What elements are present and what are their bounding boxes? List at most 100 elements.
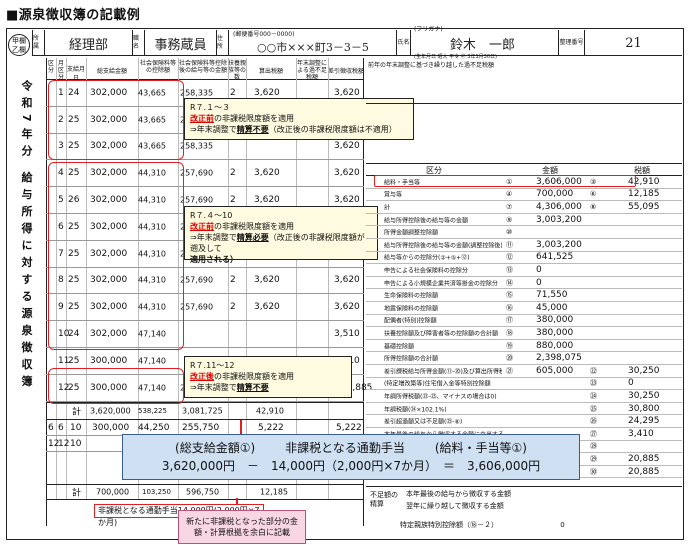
bonus-total-amount: 700,000 bbox=[96, 487, 130, 497]
formula-box: (総支給金額①)非課税となる通勤手当(給料・手当等①) 3,620,000円 －… bbox=[122, 434, 580, 480]
bonus2-month: 12 bbox=[48, 438, 60, 449]
cell-ins: 47,140 bbox=[138, 356, 166, 366]
callout1-note: （改正後の非課税限度額は不適用） bbox=[268, 125, 397, 134]
right-cell-label: 年調所得税額(㉒-㉓、マイナスの場合は0) bbox=[384, 393, 497, 401]
cell-d: 25 bbox=[68, 141, 80, 152]
col-after: 社会保険料等控除後の給与等の金額 bbox=[178, 60, 227, 74]
right-cell-label: 申告による小規模企業共済等掛金の控除分 bbox=[384, 280, 498, 288]
right-cell-no: ① bbox=[506, 177, 513, 186]
right-cell-tax: 20,885 bbox=[628, 453, 660, 464]
cell-ins: 47,140 bbox=[138, 329, 166, 339]
cell-total: 300,000 bbox=[90, 355, 128, 366]
salary-total-row: 計 3,620,000 538,225 3,081,725 42,910 bbox=[46, 402, 364, 420]
right-cell-no2: ㉚ bbox=[590, 467, 597, 476]
cell-d: 25 bbox=[68, 168, 80, 179]
fusoku-line2: 翌年に繰り越して徴収する金額 bbox=[406, 502, 504, 510]
right-cell-tax: 42,910 bbox=[628, 176, 660, 187]
callout-nov-dec: R７.11～12 改正後の非課税限度額を適用 ⇒年末調整で精算不要 bbox=[184, 356, 352, 398]
cell-after: 258,335 bbox=[180, 88, 214, 98]
cell-sub: ▲20,885 bbox=[334, 382, 373, 393]
arrow-up bbox=[236, 498, 238, 504]
right-cell-tax: 12,185 bbox=[628, 189, 660, 200]
callout1-result: 精算不要 bbox=[236, 125, 269, 134]
right-cell-label: 賞与等 bbox=[384, 191, 403, 199]
cell-total: 302,000 bbox=[90, 168, 128, 179]
col-shikyu: 支給月日 bbox=[66, 66, 85, 82]
right-cell-tax: 0 bbox=[628, 378, 634, 389]
cell-dep: 2 bbox=[230, 195, 236, 206]
right-cell-label: 差引課税給与所得金額(⑪-⑳)及び算出所得税額 bbox=[384, 368, 502, 376]
cell-d: 25 bbox=[68, 221, 80, 232]
right-cell-no: ⑫ bbox=[506, 253, 513, 262]
cell-m: 12 bbox=[58, 382, 70, 393]
cell-sub: 3,620 bbox=[334, 275, 360, 286]
tokutei-row: 特定親族特別控除額（⑱－２） 0 bbox=[400, 520, 565, 530]
jusho-label: 住所 bbox=[216, 30, 228, 56]
callout2-result: 精算必要 bbox=[236, 233, 269, 242]
cell-m: 5 bbox=[58, 195, 64, 206]
cell-ins: 44,310 bbox=[138, 249, 166, 259]
zip-code: (郵便番号000－0000) bbox=[233, 31, 295, 38]
cell-tax: 3,620 bbox=[254, 168, 280, 179]
col-total: 総支給金額 bbox=[96, 68, 127, 75]
right-row: 給与等からの控除分(②+⑤+⑫) ⑫ 641,525 bbox=[366, 252, 682, 265]
right-cell-tax: 30,250 bbox=[628, 365, 660, 376]
right-cell-tax: 30,800 bbox=[628, 403, 660, 414]
total-after: 3,081,725 bbox=[182, 406, 223, 416]
cell-sub: 3,620 bbox=[334, 141, 360, 152]
bonus-total-label: 計 bbox=[72, 488, 82, 499]
total-insurance: 538,225 bbox=[138, 407, 167, 415]
right-cell-label: 生命保険料の控除額 bbox=[384, 292, 439, 300]
right-cell-val: 605,000 bbox=[536, 365, 574, 376]
right-cell-val: 641,525 bbox=[536, 252, 574, 263]
shimei-label: 氏名 bbox=[396, 30, 410, 56]
cell-d: 24 bbox=[68, 87, 80, 98]
cell-dep: 2 bbox=[230, 168, 236, 179]
right-cell-no2: ㉖ bbox=[590, 417, 597, 426]
right-cell-val: 3,003,200 bbox=[536, 239, 582, 250]
group-box-jan-mar bbox=[48, 80, 184, 160]
right-cell-label: 所得金額調整控除額 bbox=[384, 229, 439, 237]
tokutei-value: 0 bbox=[560, 521, 565, 529]
right-cell-tax: 30,250 bbox=[628, 390, 660, 401]
shokumei-label: 職名 bbox=[132, 30, 144, 56]
right-cell-val: 0 bbox=[536, 264, 542, 275]
cell-sub: 3,620 bbox=[334, 168, 360, 179]
cell-total: 302,000 bbox=[90, 248, 128, 259]
bonus-tax: 5,222 bbox=[258, 422, 284, 433]
cell-total: 302,000 bbox=[90, 114, 128, 125]
right-cell-label: 配偶者(特別)控除額 bbox=[384, 317, 437, 325]
cell-tax: 3,620 bbox=[254, 275, 280, 286]
address-value: ○○市×××町3－3－5 bbox=[257, 41, 369, 54]
right-cell-label: 年調税額(㉔×102.1%) bbox=[384, 406, 447, 414]
bonus-day2: 10 bbox=[70, 422, 82, 433]
cell-total: 302,000 bbox=[90, 302, 128, 313]
right-cell-val: 45,000 bbox=[536, 302, 568, 313]
bonus-after: 255,750 bbox=[182, 422, 220, 433]
right-cell-no: ⑰ bbox=[506, 316, 513, 325]
right-cell-label: 給与等からの控除分(②+⑤+⑫) bbox=[384, 254, 470, 262]
right-kingaku: 金額 bbox=[542, 166, 558, 175]
cell-d: 25 bbox=[68, 275, 80, 286]
cell-after: 257,690 bbox=[180, 275, 214, 285]
right-cell-val: 2,398,075 bbox=[536, 353, 582, 364]
cell-d: 25 bbox=[68, 114, 80, 125]
cell-ins: 43,665 bbox=[138, 115, 166, 125]
cell-d: 25 bbox=[68, 248, 80, 259]
right-zeigaku: 税額 bbox=[634, 166, 650, 175]
callout3-result: 精算不要 bbox=[236, 383, 269, 392]
cell-after: 257,690 bbox=[180, 168, 214, 178]
formula-equation: 3,620,000円 － 14,000円（2,000円×7か月） ＝ 3,606… bbox=[161, 459, 541, 473]
formula-term-c: (給料・手当等①) bbox=[434, 441, 527, 455]
cell-total: 302,000 bbox=[90, 329, 128, 340]
right-kubun: 区分 bbox=[426, 166, 442, 175]
cell-d: 25 bbox=[68, 355, 80, 366]
right-cell-label: 差引超過額又は不足額(㉕-⑧) bbox=[384, 418, 463, 426]
callout1-rule-text: の非課税限度額を適用 bbox=[214, 114, 294, 123]
bonus-total-tax: 12,185 bbox=[260, 487, 288, 497]
